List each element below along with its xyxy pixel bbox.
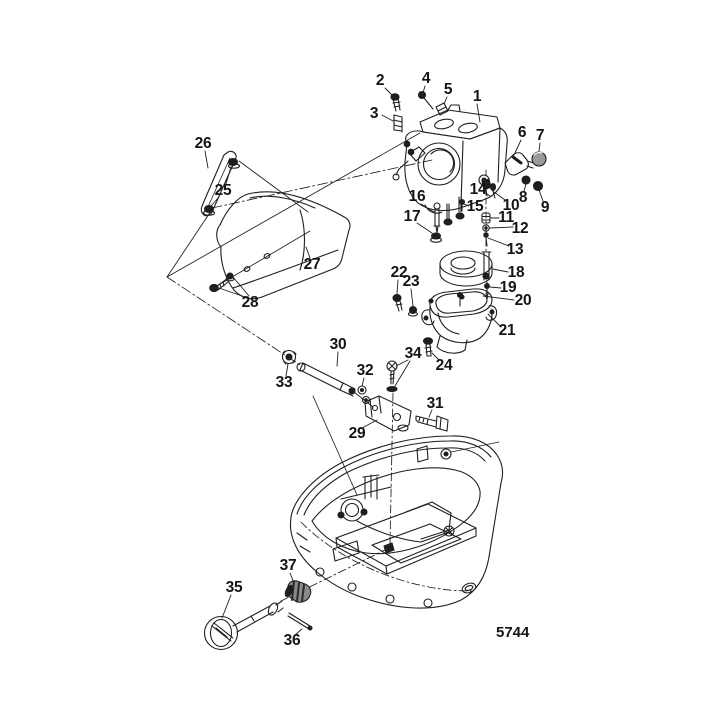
callout-14: 14	[469, 181, 487, 198]
callout-35: 35	[225, 579, 243, 596]
callout-13: 13	[506, 241, 524, 258]
leader-line-35	[221, 594, 232, 619]
leader-line-17	[416, 222, 433, 234]
callout-17: 17	[403, 208, 421, 225]
idle-screw-and-spring	[390, 93, 403, 133]
callout-2: 2	[375, 72, 385, 89]
callout-22: 22	[390, 264, 408, 281]
callout-12: 12	[511, 220, 529, 237]
leader-line-30	[336, 351, 339, 367]
leader-line-36	[294, 628, 303, 636]
callout-28: 28	[241, 294, 259, 311]
leader-line-26	[204, 150, 209, 169]
callout-37: 37	[279, 557, 297, 574]
leader-line-12	[489, 226, 514, 229]
throttle-linkage	[281, 349, 449, 432]
callout-16: 16	[408, 188, 426, 205]
callout-34: 34	[404, 345, 422, 362]
callout-33: 33	[275, 374, 293, 391]
leader-line-28	[218, 287, 246, 298]
callout-5: 5	[443, 81, 453, 98]
callout-3: 3	[369, 105, 379, 122]
callout-11: 11	[498, 209, 514, 226]
carburetor-cover	[200, 150, 351, 300]
float-bowl	[392, 288, 498, 357]
leader-line-25	[225, 166, 232, 185]
callout-26: 26	[194, 135, 212, 152]
callout-19: 19	[499, 279, 517, 296]
leader-line-34	[394, 360, 411, 387]
callout-10: 10	[502, 197, 520, 214]
leader-line-1	[476, 103, 481, 123]
leader-line-18	[492, 268, 509, 273]
lower-cowl-pan	[289, 424, 504, 609]
leader-line-3	[381, 114, 394, 122]
callout-21: 21	[498, 322, 516, 339]
leader-line-20	[482, 295, 515, 301]
leader-line-2	[384, 87, 394, 97]
callout-23: 23	[402, 273, 420, 290]
callout-25: 25	[214, 182, 232, 199]
leader-line-24	[431, 352, 440, 361]
leader-line-27	[305, 246, 311, 259]
callout-27: 27	[303, 256, 321, 273]
callout-leader-lines	[204, 85, 544, 636]
fuel-inlet-fitting	[504, 151, 547, 192]
throttle-screw-and-spring	[417, 90, 449, 116]
callout-6: 6	[517, 124, 527, 141]
leader-line-19	[489, 286, 502, 289]
choke-knob-assembly	[203, 580, 313, 651]
callout-1: 1	[472, 88, 482, 105]
callout-18: 18	[507, 264, 525, 281]
leader-line-10	[493, 191, 506, 201]
leader-line-4	[422, 85, 426, 94]
leader-line-25	[210, 196, 220, 207]
callout-29: 29	[348, 425, 366, 442]
callout-9: 9	[540, 199, 550, 216]
callout-24: 24	[435, 357, 453, 374]
leader-line-6	[513, 139, 522, 156]
leader-line-7	[538, 142, 541, 152]
leader-line-28	[232, 276, 250, 297]
leader-line-32	[361, 377, 365, 387]
leader-line-14	[483, 191, 491, 197]
leader-line-5	[443, 96, 448, 105]
leader-line-34	[395, 359, 409, 367]
leader-line-29	[361, 419, 378, 429]
leader-line-37	[289, 572, 295, 584]
leader-line-13	[487, 237, 510, 247]
callout-15: 15	[466, 198, 484, 215]
leader-line-22	[396, 279, 399, 295]
leader-line-16	[420, 203, 435, 213]
callout-31: 31	[426, 395, 444, 412]
leader-line-33	[285, 363, 289, 377]
leader-line-31	[428, 409, 433, 418]
diagram-number: 5744	[496, 624, 530, 641]
callout-32: 32	[356, 362, 374, 379]
callout-4: 4	[421, 70, 431, 87]
jet-and-needle-parts	[429, 178, 497, 247]
callout-30: 30	[329, 336, 347, 353]
callout-20: 20	[514, 292, 532, 309]
leader-line-8	[523, 183, 527, 192]
callout-36: 36	[283, 632, 301, 649]
callout-8: 8	[518, 189, 528, 206]
leader-line-15	[463, 203, 470, 207]
float-assembly	[439, 250, 493, 300]
leader-line-21	[487, 313, 502, 328]
leader-line-9	[538, 189, 544, 202]
leader-line-23	[410, 288, 414, 307]
callout-7: 7	[535, 127, 545, 144]
